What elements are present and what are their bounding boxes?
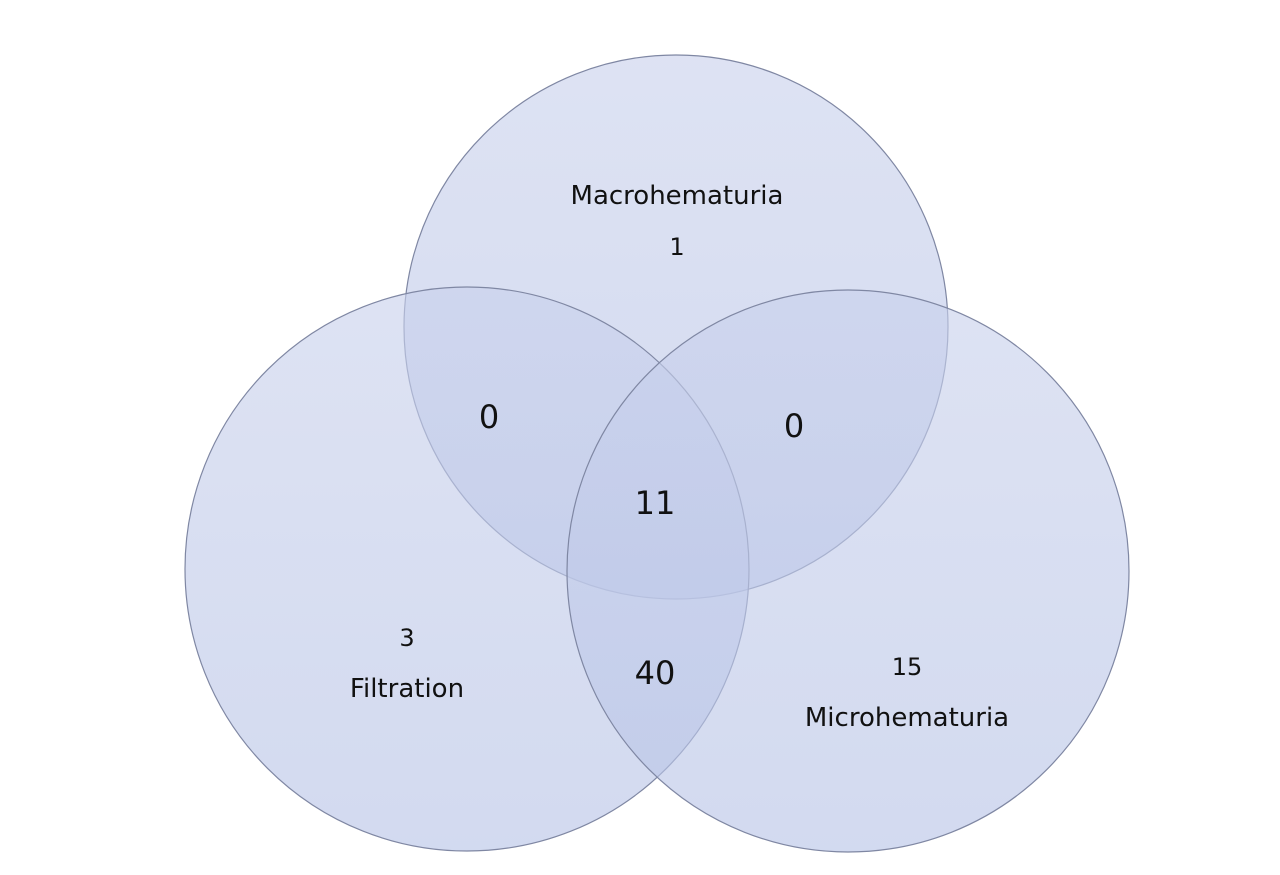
- region-count-filtration-only: 3: [399, 624, 414, 652]
- region-count-microhematuria-only: 15: [892, 653, 923, 681]
- region-count-all-three: 11: [635, 484, 676, 522]
- region-count-macro-micro: 0: [784, 407, 804, 445]
- region-count-macrohematuria-only: 1: [669, 233, 684, 261]
- region-count-filtration-micro: 40: [635, 654, 676, 692]
- set-label-filtration: Filtration: [350, 674, 464, 704]
- set-label-microhematuria: Microhematuria: [805, 703, 1009, 733]
- region-count-macro-filtration: 0: [479, 398, 499, 436]
- set-label-macrohematuria: Macrohematuria: [571, 181, 784, 211]
- set-circle-microhematuria: [566, 289, 1130, 853]
